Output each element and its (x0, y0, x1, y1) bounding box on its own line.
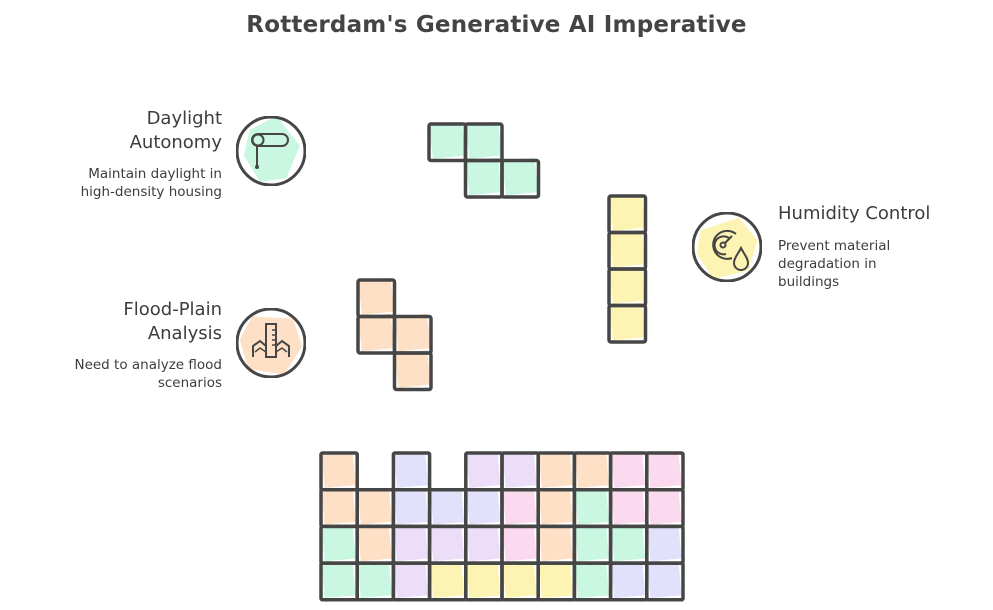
humidity-desc-line3: buildings (778, 274, 840, 290)
daylight-autonomy-label: Daylight Autonomy Maintain daylight in h… (22, 107, 222, 201)
humidity-desc-line2: degradation in (778, 256, 877, 272)
daylight-desc-line1: Maintain daylight in (88, 166, 222, 182)
humidity-desc-line1: Prevent material (778, 238, 891, 254)
mint-z-piece (427, 121, 541, 203)
flood-plain-analysis-label: Flood-Plain Analysis Need to analyze flo… (22, 298, 222, 392)
flood-building-icon (236, 308, 306, 378)
daylight-autonomy-description: Maintain daylight in high-density housin… (22, 165, 222, 201)
humidity-control-label: Humidity Control Prevent material degrad… (778, 202, 978, 291)
tetromino-grid (319, 451, 685, 602)
window-blind-icon (236, 116, 306, 186)
flood-plain-description: Need to analyze flood scenarios (22, 356, 222, 392)
yellow-i-piece (607, 193, 648, 348)
daylight-desc-line2: high-density housing (80, 184, 222, 200)
humidity-control-title: Humidity Control (778, 203, 931, 224)
flood-plain-title-line2: Analysis (147, 323, 222, 344)
peach-s-piece (356, 277, 433, 396)
daylight-autonomy-title-line1: Daylight (146, 108, 222, 129)
diagram-title: Rotterdam's Generative AI Imperative (246, 12, 747, 38)
flood-desc-line1: Need to analyze flood (74, 357, 222, 373)
flood-plain-title-line1: Flood-Plain (123, 299, 222, 320)
daylight-autonomy-title-line2: Autonomy (129, 132, 222, 153)
humidity-gauge-icon (692, 212, 762, 282)
flood-desc-line2: scenarios (157, 375, 222, 391)
humidity-control-description: Prevent material degradation in building… (778, 237, 978, 291)
